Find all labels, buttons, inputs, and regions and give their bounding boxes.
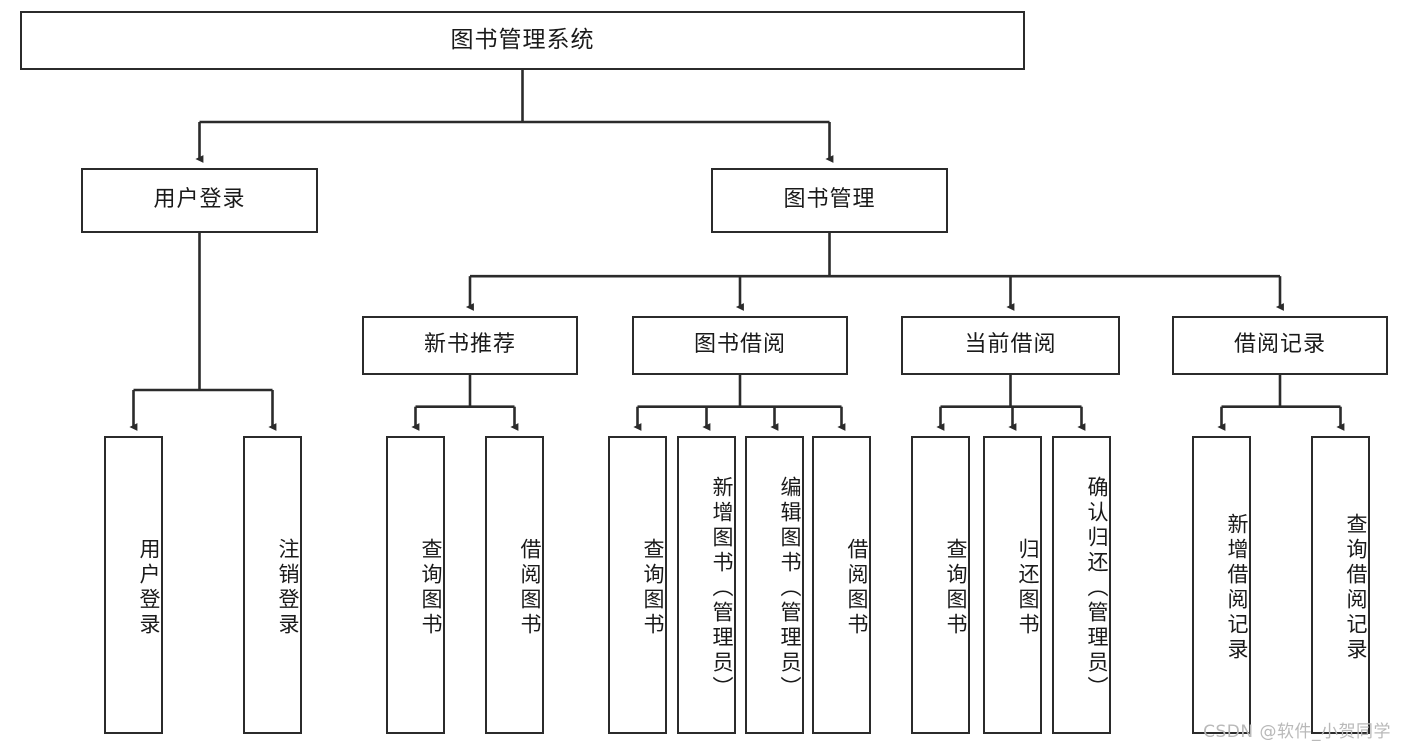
node-root-label: 图书管理系统	[450, 26, 595, 53]
node-borrow-record[interactable]: 借阅记录	[1172, 316, 1388, 375]
node-borrow-record-label: 借阅记录	[1233, 332, 1326, 358]
leaf-leaf-query-book-2[interactable]: 查询图书	[608, 436, 667, 734]
node-book-borrow[interactable]: 图书借阅	[632, 316, 848, 375]
node-book-manage-label: 图书管理	[783, 187, 876, 213]
leaf-leaf-borrow-book-2[interactable]: 借阅图书	[812, 436, 871, 734]
leaf-leaf-borrow-book-2-label: 借阅图书	[845, 538, 869, 638]
leaf-leaf-edit-book[interactable]: 编辑图书（管理员）	[745, 436, 804, 734]
leaf-leaf-borrow-book-1-label: 借阅图书	[518, 538, 542, 638]
leaf-leaf-query-book-2-label: 查询图书	[641, 538, 665, 638]
node-root[interactable]: 图书管理系统	[20, 11, 1025, 70]
leaf-leaf-add-book-label: 新增图书（管理员）	[710, 475, 734, 701]
node-book-manage[interactable]: 图书管理	[711, 168, 948, 233]
leaf-leaf-user-login-label: 用户登录	[137, 538, 161, 638]
node-current-borrow[interactable]: 当前借阅	[901, 316, 1120, 375]
node-user-login[interactable]: 用户登录	[81, 168, 318, 233]
node-book-borrow-label: 图书借阅	[693, 332, 786, 358]
leaf-leaf-confirm-return[interactable]: 确认归还（管理员）	[1052, 436, 1111, 734]
leaf-leaf-confirm-return-label: 确认归还（管理员）	[1085, 475, 1109, 701]
leaf-leaf-query-book-1-label: 查询图书	[419, 538, 443, 638]
leaf-leaf-query-book-3[interactable]: 查询图书	[911, 436, 970, 734]
node-new-book-recommend-label: 新书推荐	[423, 332, 516, 358]
leaf-leaf-edit-book-label: 编辑图书（管理员）	[778, 475, 802, 701]
leaf-leaf-borrow-book-1[interactable]: 借阅图书	[485, 436, 544, 734]
leaf-leaf-query-book-3-label: 查询图书	[944, 538, 968, 638]
leaf-leaf-return-book[interactable]: 归还图书	[983, 436, 1042, 734]
leaf-leaf-add-record[interactable]: 新增借阅记录	[1192, 436, 1251, 734]
leaf-leaf-return-book-label: 归还图书	[1016, 538, 1040, 638]
leaf-leaf-query-book-1[interactable]: 查询图书	[386, 436, 445, 734]
leaf-leaf-query-record[interactable]: 查询借阅记录	[1311, 436, 1370, 734]
leaf-leaf-logout-label: 注销登录	[276, 538, 300, 638]
leaf-leaf-logout[interactable]: 注销登录	[243, 436, 302, 734]
node-new-book-recommend[interactable]: 新书推荐	[362, 316, 578, 375]
watermark: CSDN @软件_小贺同学	[1203, 722, 1391, 742]
node-user-login-label: 用户登录	[153, 187, 246, 213]
node-current-borrow-label: 当前借阅	[964, 332, 1057, 358]
leaf-leaf-add-record-label: 新增借阅记录	[1225, 513, 1249, 663]
leaf-leaf-user-login[interactable]: 用户登录	[104, 436, 163, 734]
leaf-leaf-add-book[interactable]: 新增图书（管理员）	[677, 436, 736, 734]
leaf-leaf-query-record-label: 查询借阅记录	[1344, 513, 1368, 663]
